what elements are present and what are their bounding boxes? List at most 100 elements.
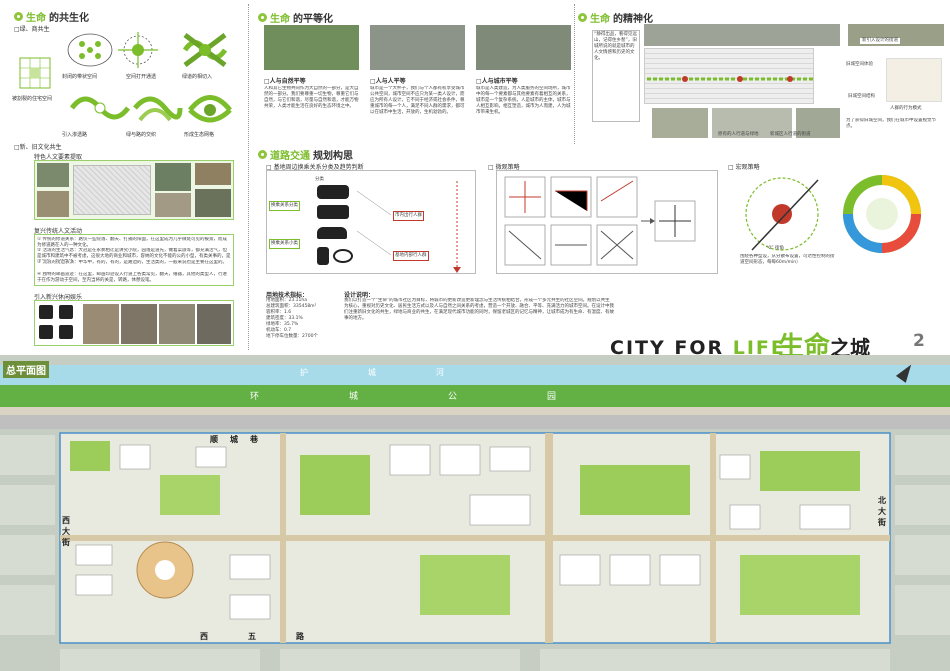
traffic-sub3: □ 宏观策略	[728, 164, 760, 171]
street-map-thumb	[73, 165, 151, 215]
south-road-label: 西五路	[200, 632, 344, 641]
diagram1-label-c: 绿道的相切入	[182, 74, 213, 80]
diagram1-label-b: 空间打开通透	[126, 74, 157, 80]
spec-row: 机动车：0.7	[266, 328, 292, 333]
photo	[159, 304, 195, 344]
photo	[796, 108, 840, 138]
diagram1-label-a: 封闭的带状空间	[62, 74, 98, 80]
photo	[195, 163, 231, 185]
macro-caption: 围绕各种型设，从分散布设置，可达性控制的街道空间形态，每每60m/min）	[740, 254, 835, 265]
traffic-title: 道路交通规划构思	[258, 147, 353, 162]
culture-collage	[34, 160, 234, 220]
title-english: CITY FOR LIFE	[610, 337, 786, 359]
spec-row: 地下停车位数量：2700个	[266, 334, 318, 339]
flow-label-minor: 换乘关系小类	[269, 239, 300, 249]
photo	[197, 304, 231, 344]
photo	[195, 189, 231, 217]
spirit-caption-3: 新城区人行道的街道	[770, 132, 811, 137]
spirit-tag-1: 旧城空间体验	[846, 62, 873, 67]
photo	[37, 163, 69, 187]
penetration-diagram	[69, 96, 131, 120]
gear-icon	[258, 13, 267, 22]
north-road-label: 顺城巷	[210, 435, 270, 444]
gear-icon	[578, 13, 587, 22]
traffic-sub2: □ 微观策略	[488, 164, 520, 171]
equality-title: 生命的平等化	[258, 10, 333, 25]
divider	[248, 4, 249, 350]
car-icon	[317, 227, 347, 239]
flow-arrows	[356, 181, 461, 273]
open-space-diagram	[118, 32, 158, 68]
cafe-icon	[59, 325, 73, 339]
macro-note: “0” 街角	[766, 246, 784, 251]
gear-icon	[14, 12, 23, 21]
photo	[712, 108, 792, 138]
photo	[37, 191, 69, 217]
spec-row: 建筑密度：33.1%	[266, 316, 303, 321]
photo	[121, 304, 157, 344]
equality-body-2: 城市是一个大杯子，我们与个人都有权享受城市公共空间，城市空间不应只为某一类人设计…	[370, 86, 465, 115]
tech-specs-list: 用地面积：23.11ha 总建筑面积：335458m² 容积率：1.6 建筑密度…	[266, 298, 342, 340]
master-plan-label: 总平面图	[3, 361, 49, 378]
spirit-text: “静得出品，看得见远山，记得住乡愁”，旧城所说的就是城市的人文情感和历史的文化。	[592, 30, 640, 122]
spirit-tag-3: 人群的行为模式	[890, 106, 922, 111]
flow-label-category: 分类	[315, 177, 324, 182]
activity-box: ① 传统的修道关系：路仅一些院落、翻天、打捕的阳面，在这里成为几乎微处可见的被景…	[34, 234, 234, 286]
spirit-caption-1: 新引入设计的街道	[860, 38, 900, 44]
equality-body-1: 人和其它生物共同作为大自然的一部分，是大自然的一部分。我们要尊重一切生物，尊重它…	[264, 86, 359, 109]
pedestrian-icon	[317, 247, 329, 265]
page-number: 2	[913, 331, 925, 351]
equality-body-3: 城市是人类建造，为人类服务的空间场所，城市中的每一个要素都与其他要素有着相互的关…	[476, 86, 571, 115]
dining-icon	[59, 305, 73, 319]
flow-label-major: 换乘关系分类	[269, 201, 300, 211]
design-notes-head: 设计说明：	[344, 292, 375, 299]
spec-row: 容积率：1.6	[266, 310, 292, 315]
east-road-label: 北大街	[878, 496, 886, 527]
west-road-label: 西大街	[62, 516, 70, 547]
river-label: 护城河	[300, 368, 504, 377]
metro-icon	[317, 185, 349, 199]
flow-label-local: 基地内部行人群	[393, 251, 429, 261]
spirit-title: 生命的精神化	[578, 10, 653, 25]
bus-icon	[317, 205, 349, 219]
spirit-caption-2: 原有的人行道与绿地	[718, 132, 759, 137]
wine-icon	[39, 305, 53, 319]
site-plan	[0, 365, 950, 671]
equality-head-2: □人与人平等	[370, 78, 406, 85]
commensal-sub2a: 特色人文要素提取	[34, 154, 83, 161]
activity-item: ③ 流浪的街边表演：中华中，有的，有的，是路边的，生活类的，一般来说也是主要在这…	[37, 260, 227, 265]
diagram2-label-c: 绿与路的交织	[126, 132, 157, 138]
building-sketch	[886, 58, 942, 102]
equality-head-1: □人与自然平等	[264, 78, 306, 85]
micro-strategy	[496, 170, 718, 274]
park-label: 环城公园	[250, 392, 647, 402]
path-overlay	[647, 76, 813, 82]
weave-diagram	[133, 96, 183, 122]
transfer-flowchart: 分类 换乘关系分类 换乘关系小类 市内出行人群 基地内部行人群	[266, 170, 476, 274]
photo	[476, 25, 571, 70]
commensal-sub2b: 复兴传统人文活动	[34, 228, 83, 235]
traffic-sub1: □ 基地周边换乘关系分类及趋势判断	[266, 164, 364, 171]
spirit-panorama	[644, 24, 840, 46]
divider	[574, 4, 575, 144]
macro-diagrams	[745, 175, 921, 253]
bicycle-icon	[333, 249, 353, 263]
commensal-sub2c: 引入新兴休闲娱乐	[34, 294, 83, 301]
sketch-map	[644, 48, 814, 104]
diagram2-label-a: 被割裂的住宅空间	[12, 96, 53, 102]
commensal-section: 生命的共生化 □绿、商共生	[0, 0, 248, 352]
photo	[155, 193, 191, 217]
activity-item: ① 传统的修道关系：路仅一些院落、翻天、打捕的阳面，在这里成为几乎微处可见的被景…	[37, 237, 227, 248]
photo	[83, 304, 119, 344]
shopping-icon	[39, 325, 53, 339]
gear-icon	[258, 150, 267, 159]
commensal-sub2: □新、旧文化共生	[14, 144, 62, 151]
photo	[264, 25, 359, 70]
green-diagram	[19, 32, 232, 123]
commensal-title: 生命的共生化	[14, 9, 89, 24]
tech-specs-head: 用地技术指标：	[266, 292, 309, 299]
flow-label-city: 市内出行人群	[393, 211, 424, 221]
network-diagram	[188, 95, 232, 123]
green-cut-diagram	[182, 33, 228, 67]
activity-item: ② 活泼的生活气息：大冠是在永奏相迁是讲究小院，园落是道先，做着菜旅等，都充满活…	[37, 248, 231, 259]
